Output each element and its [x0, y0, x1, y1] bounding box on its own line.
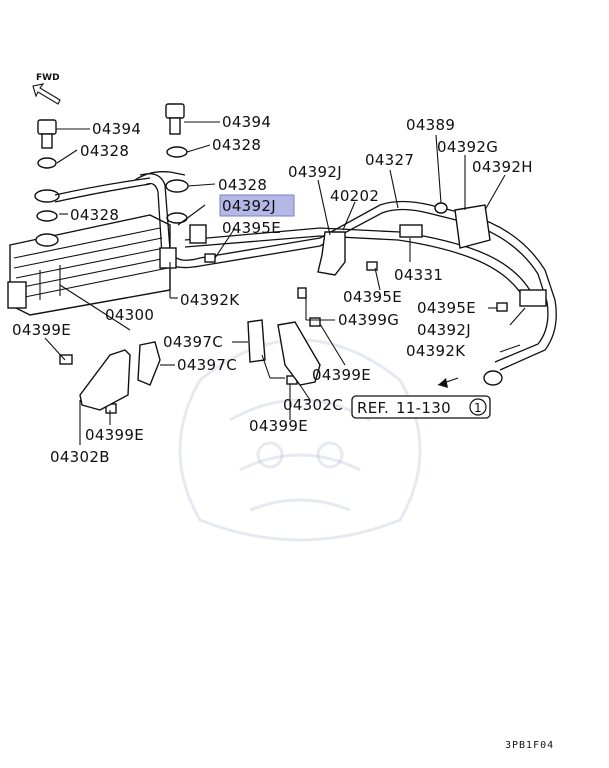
- fitting: [35, 233, 59, 247]
- washer: [34, 189, 60, 203]
- part-label-04392k[interactable]: 04392K: [406, 342, 466, 360]
- clamp: [159, 247, 177, 269]
- part-label-04399e[interactable]: 04399E: [249, 417, 308, 435]
- oil-hoses: [54, 171, 557, 371]
- clamp: [317, 231, 346, 276]
- oil-cooler: [7, 214, 171, 316]
- washer: [37, 157, 57, 169]
- bolt-left: [37, 119, 57, 149]
- reference-circle-number: 1: [474, 401, 482, 415]
- part-label-04300[interactable]: 04300: [105, 306, 154, 324]
- highlight-box: [219, 194, 295, 217]
- footer-code: 3PB1F04: [505, 740, 554, 751]
- bracket-clamp: [137, 341, 161, 386]
- part-label-04392j[interactable]: 04392J: [288, 163, 342, 181]
- part-label-04399g[interactable]: 04399G: [338, 311, 399, 329]
- part-label-40202[interactable]: 40202: [330, 187, 379, 205]
- part-label-04395e[interactable]: 04395E: [343, 288, 402, 306]
- part-label-04392j-highlighted[interactable]: 04392J: [222, 197, 276, 215]
- part-label-04392h[interactable]: 04392H: [472, 158, 533, 176]
- bracket-c: [277, 321, 321, 386]
- part-label-04302c[interactable]: 04302C: [283, 396, 343, 414]
- part-label-04397c[interactable]: 04397C: [177, 356, 237, 374]
- bolt-right: [165, 103, 185, 135]
- part-label-04399e[interactable]: 04399E: [312, 366, 371, 384]
- clamp: [454, 204, 491, 249]
- part-label-04399e[interactable]: 04399E: [12, 321, 71, 339]
- part-label-04399e[interactable]: 04399E: [85, 426, 144, 444]
- washer: [36, 210, 58, 222]
- washer: [166, 212, 188, 224]
- bracket-b: [79, 349, 131, 411]
- bracket-clamp: [247, 319, 266, 363]
- reference-circle-icon: [469, 398, 487, 416]
- watermark-emblem: [178, 338, 422, 542]
- part-label-04392k[interactable]: 04392K: [180, 291, 240, 309]
- nut: [434, 202, 448, 214]
- part-label-04327[interactable]: 04327: [365, 151, 414, 169]
- part-label-04397c[interactable]: 04397C: [163, 333, 223, 351]
- part-label-04392g[interactable]: 04392G: [437, 138, 498, 156]
- part-label-04394[interactable]: 04394: [92, 120, 141, 138]
- ref-arrow-head-icon: [438, 378, 448, 388]
- part-label-04328[interactable]: 04328: [80, 142, 129, 160]
- washer: [165, 179, 189, 193]
- part-label-04389[interactable]: 04389: [406, 116, 455, 134]
- clamp: [519, 289, 547, 307]
- forward-arrow-icon: [32, 83, 61, 105]
- direction-label: FWD: [36, 73, 60, 83]
- part-label-04302b[interactable]: 04302B: [50, 448, 110, 466]
- reference-box[interactable]: REF. 11-130 1: [351, 395, 491, 419]
- part-label-04395e[interactable]: 04395E: [417, 299, 476, 317]
- part-label-04392j[interactable]: 04392J: [417, 321, 471, 339]
- part-label-04328[interactable]: 04328: [218, 176, 267, 194]
- part-label-04395e[interactable]: 04395E: [222, 219, 281, 237]
- part-label-04331[interactable]: 04331: [394, 266, 443, 284]
- part-label-04328[interactable]: 04328: [212, 136, 261, 154]
- leader-lines: [44, 121, 526, 445]
- washer: [166, 146, 188, 158]
- part-label-04394[interactable]: 04394: [222, 113, 271, 131]
- clamp: [189, 224, 207, 244]
- reference-number: 11-130: [396, 399, 451, 417]
- fitting: [483, 370, 503, 386]
- small-bolts: [59, 253, 508, 414]
- part-label-04328[interactable]: 04328: [70, 206, 119, 224]
- hose-joint: [399, 224, 423, 238]
- reference-prefix: REF.: [357, 399, 389, 417]
